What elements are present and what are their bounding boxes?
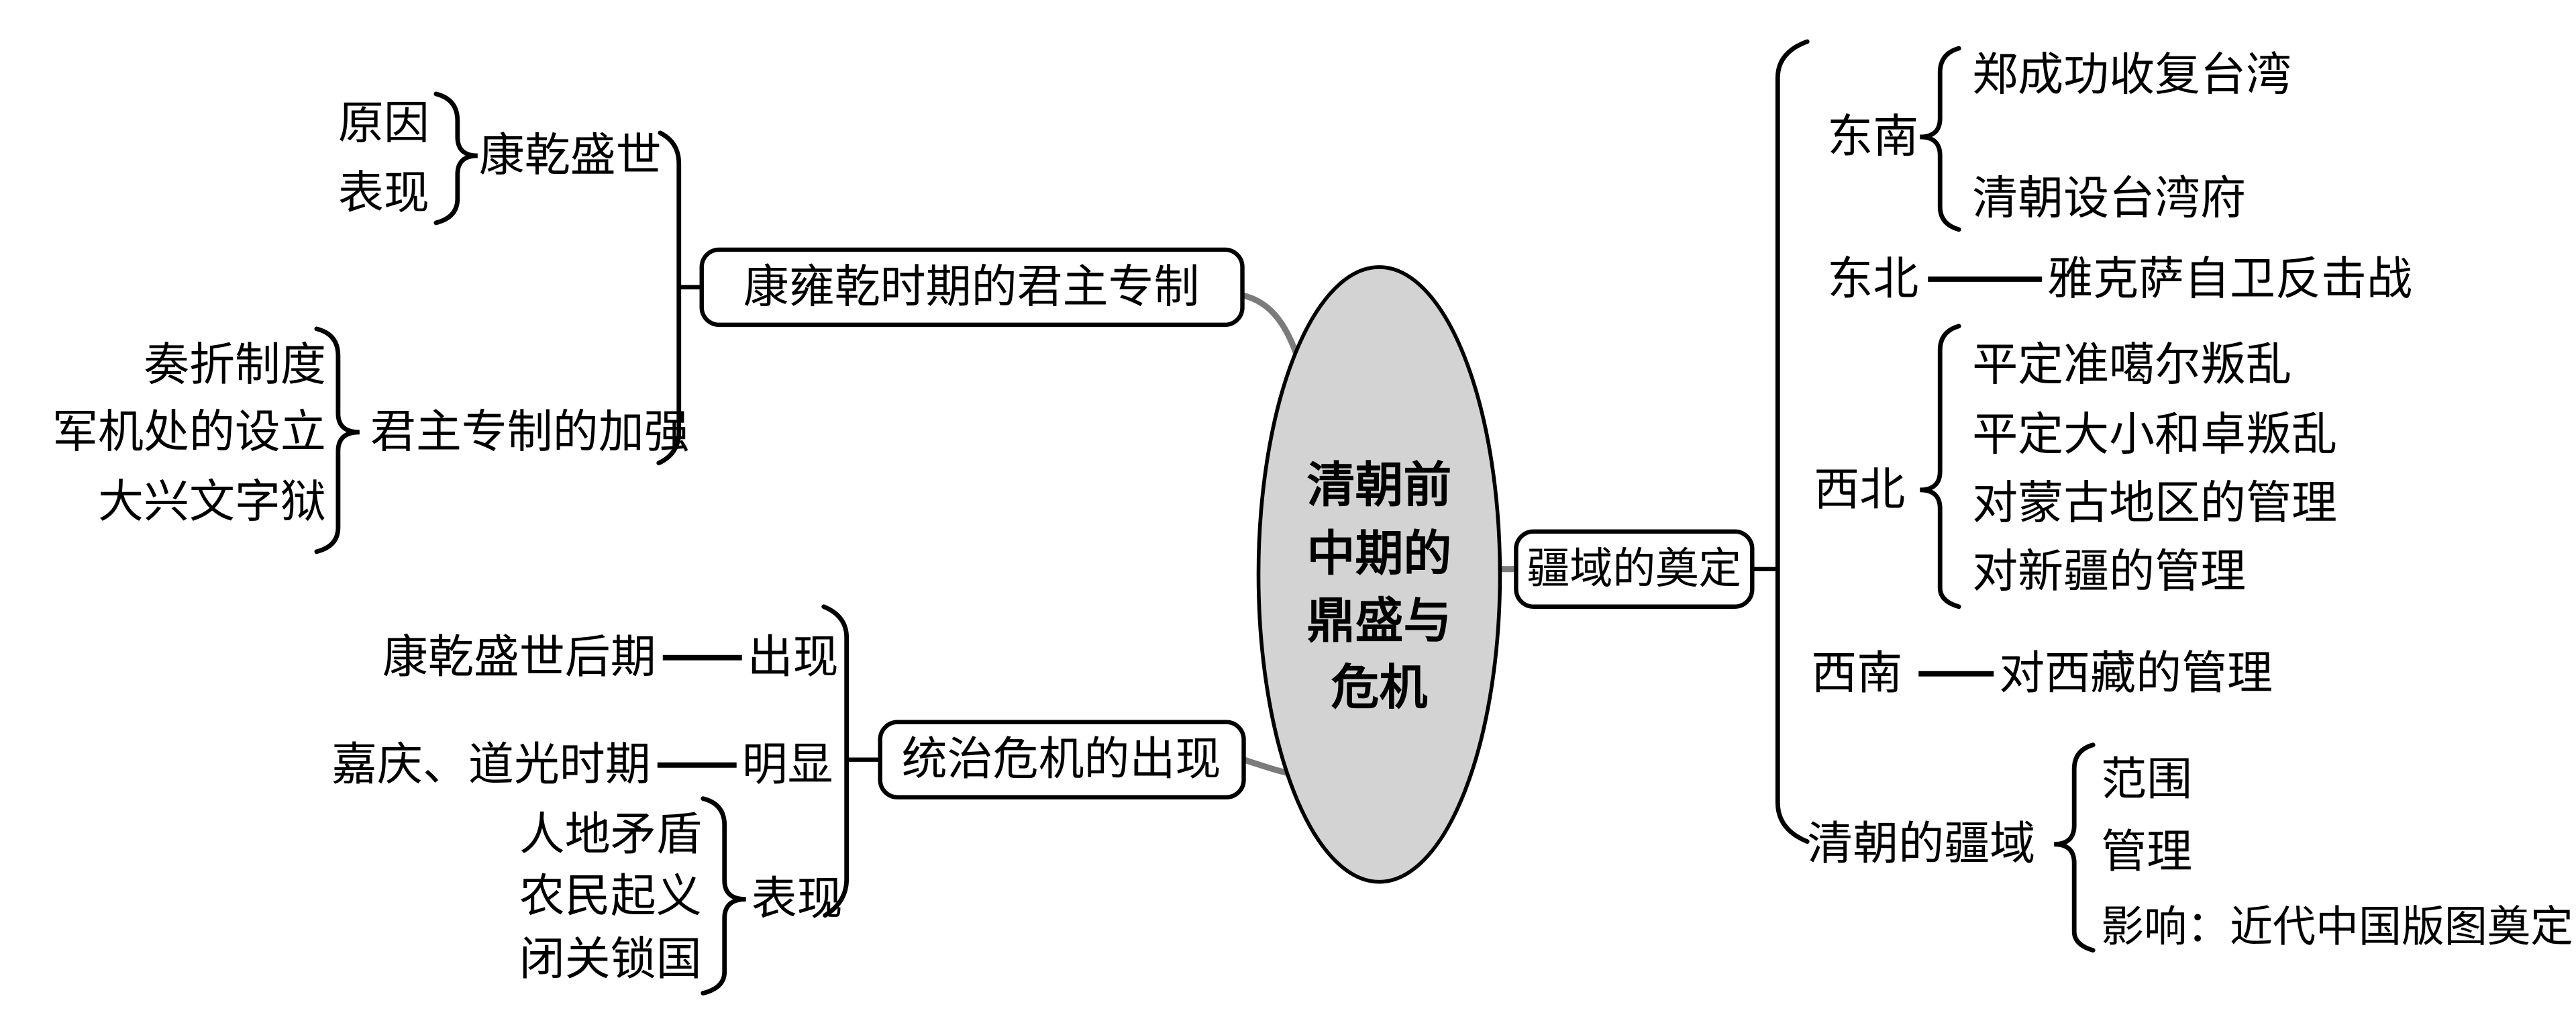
label-northwest: 西北 bbox=[1814, 463, 1905, 516]
label-dzungar: 平定准噶尔叛乱 bbox=[1972, 338, 2291, 391]
brace-strengthen-sub bbox=[314, 326, 360, 554]
label-qing-territory: 清朝的疆域 bbox=[1807, 818, 2035, 871]
label-yaksa-battle: 雅克萨自卫反击战 bbox=[2047, 252, 2412, 305]
label-grand-council: 军机处的设立 bbox=[52, 405, 326, 458]
label-obvious: 明显 bbox=[742, 738, 833, 791]
label-land-population: 人地矛盾 bbox=[519, 808, 702, 861]
label-appear: 出现 bbox=[748, 631, 839, 684]
label-manifestation-top: 表现 bbox=[338, 166, 429, 220]
label-admin: 管理 bbox=[2101, 826, 2192, 879]
label-scope: 范围 bbox=[2101, 753, 2192, 806]
brace-southeast bbox=[1920, 46, 1961, 232]
box-monarchy-label: 康雍乾时期的君主专制 bbox=[743, 260, 1200, 313]
brace-qing-territory bbox=[2054, 742, 2096, 953]
label-khoja: 平定大小和卓叛乱 bbox=[1972, 408, 2337, 461]
label-northeast: 东北 bbox=[1827, 252, 1918, 305]
bracket-territory-group bbox=[1775, 39, 1810, 844]
brace-northwest bbox=[1920, 324, 1961, 610]
root-line-1: 清朝前 bbox=[1307, 456, 1452, 513]
box-monarchy bbox=[699, 247, 1245, 328]
label-zheng-chenggong: 郑成功收复台湾 bbox=[1972, 48, 2291, 101]
node-strengthen-autocracy: 君主专制的加强 bbox=[370, 405, 690, 458]
node-kangqian-prosperity: 康乾盛世 bbox=[479, 129, 662, 182]
label-southeast: 东南 bbox=[1827, 110, 1918, 163]
root-ellipse bbox=[1256, 265, 1502, 884]
label-taiwan-prefecture: 清朝设台湾府 bbox=[1972, 172, 2246, 225]
label-memorial-system: 奏折制度 bbox=[144, 338, 326, 391]
root-line-2: 中期的 bbox=[1307, 524, 1452, 581]
label-xinjiang-admin: 对新疆的管理 bbox=[1972, 545, 2246, 598]
label-influence: 影响：近代中国版图奠定 bbox=[2101, 903, 2573, 953]
box-territory-label: 疆域的奠定 bbox=[1527, 544, 1741, 594]
node-manifestation-bottom: 表现 bbox=[752, 873, 843, 926]
box-crisis-label: 统治危机的出现 bbox=[902, 733, 1221, 786]
brace-manifest-sub bbox=[701, 796, 746, 996]
label-literary-inquisition: 大兴文字狱 bbox=[98, 475, 326, 528]
label-southwest: 西南 bbox=[1811, 647, 1902, 700]
label-mongolia-admin: 对蒙古地区的管理 bbox=[1972, 477, 2337, 530]
label-peasant-uprising: 农民起义 bbox=[519, 870, 702, 923]
label-jiaqing-daoguang: 嘉庆、道光时期 bbox=[331, 738, 651, 791]
label-closed-door: 闭关锁国 bbox=[519, 933, 702, 986]
label-late-prosperity: 康乾盛世后期 bbox=[382, 631, 656, 684]
root-line-4: 危机 bbox=[1331, 659, 1427, 716]
label-cause: 原因 bbox=[338, 97, 429, 150]
bracket-monarchy-group bbox=[656, 130, 682, 466]
box-crisis bbox=[878, 720, 1246, 799]
brace-prosperity-sub bbox=[433, 91, 478, 226]
root-line-3: 鼎盛与 bbox=[1307, 591, 1452, 648]
label-tibet-admin: 对西藏的管理 bbox=[1999, 647, 2273, 700]
